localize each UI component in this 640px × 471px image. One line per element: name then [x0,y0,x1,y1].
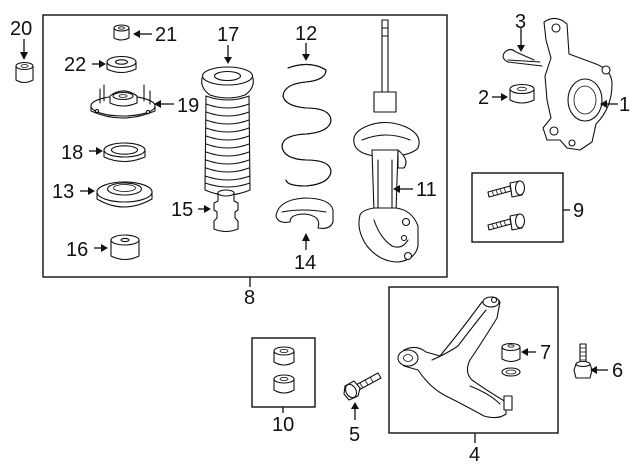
part-22-washer [106,55,137,74]
part-17-dust-boot [201,66,254,196]
part-16-bump-stop [110,234,140,261]
part-6-bolt [573,343,593,379]
callout-8: 8 [244,287,255,309]
part-2-nut [509,83,535,104]
callout-22: 22 [64,54,86,76]
part-11-strut [353,19,420,263]
part-5-bolt [343,372,382,401]
callout-5: 5 [349,424,360,446]
callout-17: 17 [217,24,239,46]
callout-6: 6 [612,360,623,382]
part-3-cotter-pin [502,48,543,67]
part-10-nuts [273,346,295,394]
callout-16: 16 [66,239,88,261]
strut-assembly-box [42,14,448,278]
callout-18: 18 [61,142,83,164]
part-12-coil-spring [281,63,332,187]
part-7-bushing [501,342,521,377]
part-20-nut [15,61,34,84]
callout-20: 20 [10,18,32,40]
part-18-bearing [103,142,146,163]
callout-19: 19 [177,95,199,117]
callout-2: 2 [478,87,489,109]
part-15-bump-stop [213,189,239,233]
part-1-knuckle [542,17,613,151]
callout-10: 10 [272,414,294,436]
callout-3: 3 [515,11,526,33]
part-13-spring-seat [96,181,153,208]
callout-15: 15 [171,199,193,221]
callout-11: 11 [416,179,437,201]
part-19-strut-mount [90,84,156,119]
callout-9: 9 [573,200,584,222]
callout-7: 7 [540,342,551,364]
callout-21: 21 [155,24,177,46]
callout-14: 14 [294,252,316,274]
lower-arm-box [388,286,559,434]
part-4-lower-arm [397,296,513,419]
callout-4: 4 [469,444,480,466]
part-21-nut [113,24,130,41]
callout-1: 1 [619,94,630,116]
part-9-bolts [487,180,526,231]
callout-13: 13 [52,181,74,203]
knuckle-bolts-box [471,172,564,243]
callout-12: 12 [295,23,317,45]
part-14-spring-insulator [275,197,334,229]
